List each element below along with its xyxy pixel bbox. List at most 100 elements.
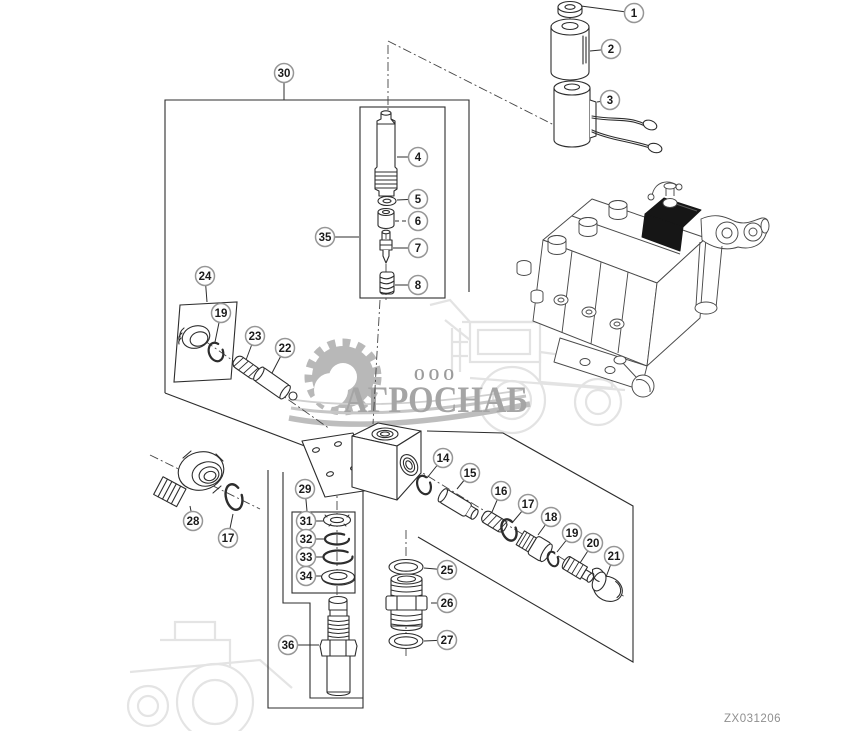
callout-17: 17 — [511, 493, 539, 524]
part-8-spring — [379, 271, 395, 295]
callout-36: 36 — [277, 634, 319, 656]
callout-19: 19 — [210, 302, 232, 343]
callout-30: 30 — [273, 62, 295, 100]
box-24-outline — [173, 301, 238, 383]
svg-text:7: 7 — [415, 243, 421, 255]
svg-text:29: 29 — [299, 484, 312, 496]
callout-layer: 1233045678352419232228171415161718192021… — [182, 2, 645, 656]
svg-text:20: 20 — [587, 538, 600, 550]
svg-text:3: 3 — [607, 95, 613, 107]
svg-text:4: 4 — [415, 152, 422, 164]
svg-text:1: 1 — [631, 8, 638, 20]
svg-text:30: 30 — [278, 68, 291, 80]
part-27-oring — [388, 632, 424, 650]
callout-21: 21 — [603, 545, 625, 578]
watermark-tractor-icon-2 — [126, 620, 293, 731]
watermark-graphics: ООО АГРОСНАБ — [126, 298, 626, 731]
callout-26: 26 — [431, 592, 458, 614]
part-25-oring — [388, 558, 424, 576]
part-15-plunger — [437, 488, 479, 520]
callout-17: 17 — [217, 513, 239, 549]
callout-32: 32 — [295, 528, 325, 550]
callout-25: 25 — [423, 559, 458, 581]
part-19-oring — [207, 341, 225, 363]
svg-text:34: 34 — [300, 571, 313, 583]
callout-1: 1 — [580, 2, 645, 24]
callout-7: 7 — [393, 237, 429, 259]
detail-plane-14-21 — [417, 430, 634, 663]
part-1-nut — [557, 0, 583, 19]
svg-text:16: 16 — [495, 486, 508, 498]
svg-text:28: 28 — [187, 516, 200, 528]
part-31-washer — [322, 513, 352, 527]
exploded-parts — [153, 0, 663, 697]
svg-text:24: 24 — [199, 271, 212, 283]
svg-text:25: 25 — [441, 565, 454, 577]
part-16-spring — [481, 510, 508, 533]
watermark-org-name: АГРОСНАБ — [344, 380, 528, 421]
detail-boxes — [164, 99, 634, 709]
part-3-solenoid-coil — [553, 80, 663, 154]
box-30-bottom-edge — [164, 392, 311, 449]
figure-code-text: ZX031206 — [724, 713, 781, 725]
watermark-gear-icon — [304, 338, 382, 416]
svg-text:17: 17 — [222, 533, 235, 545]
svg-text:14: 14 — [437, 453, 450, 465]
box-29-outline — [291, 511, 356, 594]
watermark-swoosh — [288, 389, 531, 427]
part-33-oring — [322, 549, 354, 565]
svg-text:33: 33 — [300, 552, 313, 564]
svg-text:35: 35 — [319, 232, 332, 244]
svg-text:17: 17 — [522, 499, 535, 511]
callout-15: 15 — [456, 462, 481, 490]
valve-stack-assembly-sketch — [516, 181, 770, 398]
svg-text:31: 31 — [300, 516, 313, 528]
part-19-oring-2 — [546, 550, 560, 568]
svg-text:19: 19 — [566, 528, 579, 540]
callout-2: 2 — [589, 38, 622, 60]
box-36-outer-outline — [267, 470, 364, 709]
callout-16: 16 — [490, 480, 512, 513]
part-34-seal — [320, 569, 356, 586]
callout-20: 20 — [579, 532, 604, 564]
part-4-valve-cartridge — [374, 110, 398, 197]
part-17-oring-2 — [500, 518, 518, 542]
part-14-oring — [415, 474, 433, 496]
callout-22: 22 — [271, 337, 296, 374]
valve-body — [301, 422, 422, 501]
callout-27: 27 — [423, 629, 458, 651]
part-17-oring — [224, 483, 244, 511]
part-21-cap — [591, 567, 623, 602]
callout-3: 3 — [596, 89, 621, 111]
part-28-elbow-fitting — [153, 450, 225, 508]
callout-5: 5 — [396, 188, 429, 210]
svg-text:8: 8 — [415, 280, 422, 292]
svg-text:23: 23 — [249, 331, 262, 343]
box-36-inner-outline — [282, 472, 363, 699]
callout-34: 34 — [295, 565, 321, 587]
box-30-outline — [164, 99, 470, 393]
svg-text:18: 18 — [545, 512, 558, 524]
svg-text:5: 5 — [415, 194, 422, 206]
svg-text:2: 2 — [608, 44, 614, 56]
svg-text:27: 27 — [441, 635, 454, 647]
callout-4: 4 — [397, 146, 429, 168]
callout-29: 29 — [294, 478, 316, 512]
svg-text:22: 22 — [279, 343, 292, 355]
callout-18: 18 — [537, 506, 562, 536]
part-26-adapter — [385, 573, 428, 632]
svg-text:19: 19 — [215, 308, 228, 320]
callout-14: 14 — [426, 447, 454, 479]
part-7-spool — [379, 229, 393, 264]
part-5-washer — [377, 195, 397, 207]
callout-8: 8 — [395, 274, 429, 296]
part-20-fitting — [561, 556, 595, 583]
callout-23: 23 — [244, 325, 266, 361]
callout-31: 31 — [295, 510, 323, 532]
svg-text:15: 15 — [464, 468, 477, 480]
callout-33: 33 — [295, 546, 323, 568]
callout-6: 6 — [395, 210, 429, 232]
callout-35: 35 — [314, 226, 359, 248]
